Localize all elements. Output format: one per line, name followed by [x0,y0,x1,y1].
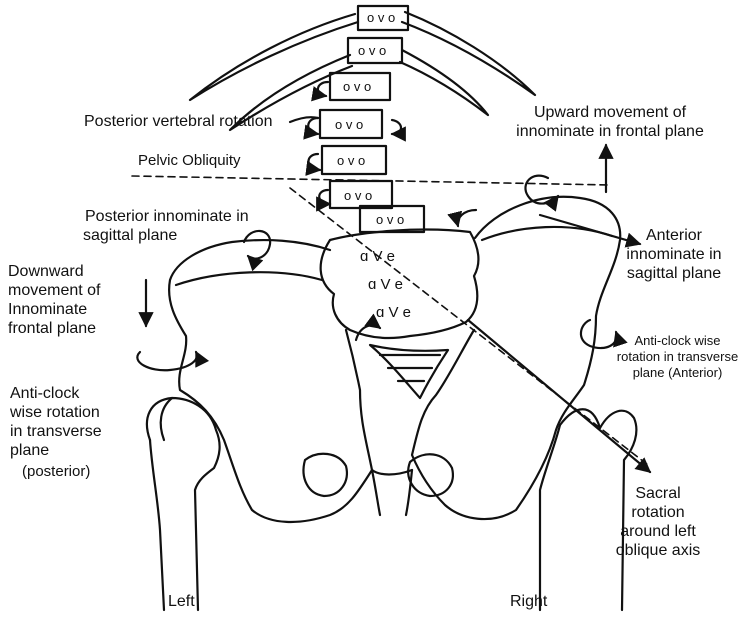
label-anticlock-anterior: Anti-clock wise rotation in transverse p… [616,333,739,380]
left-ilium [168,238,374,523]
rot-arrow-vertebra-2 [303,116,320,140]
arrow-anterior-innominate [538,213,642,248]
label-upward-movement: Upward movement of innominate in frontal… [516,104,704,140]
arrow-sacral-rotation [466,318,652,474]
oblique-axis-line [289,187,649,466]
right-obturator-foramen [407,453,454,498]
rot-arrow-vertebra-4 [316,188,332,212]
vertebra-mark-5: o v o [337,153,366,168]
vertebral-column [318,4,426,234]
right-rib [400,10,537,97]
label-left: Left [168,593,195,610]
rot-arrow-left-transverse [136,350,210,372]
label-posterior-paren: (posterior) [22,463,91,480]
sacral-mark-3: ɑ V e [376,304,412,321]
vertebra-mark-6: o v o [344,188,373,203]
left-obturator-foramen [302,452,348,498]
vertebra-mark-4: o v o [335,117,364,132]
label-downward-movement: Downward movement of Innominate frontal … [8,263,101,337]
right-ilium [410,195,622,521]
label-right: Right [510,593,548,610]
vertebra-mark-1: o v o [367,10,396,25]
right-femur [598,409,638,612]
rot-arrow-upward [524,174,560,212]
right-rib-lower [398,48,490,117]
label-posterior-vertebral-rotation: Posterior vertebral rotation [84,113,273,130]
coccyx [368,343,450,400]
vertebra-mark-2: o v o [358,43,387,58]
label-anticlock-posterior: Anti-clock wise rotation in transverse p… [10,385,102,459]
rot-arrow-right-vertebra [390,118,406,142]
rot-arrow-posterior-innominate [242,229,272,272]
rot-arrow-sacrum-left [354,313,382,342]
vertebra-mark-3: o v o [343,79,372,94]
label-pelvic-obliquity: Pelvic Obliquity [138,152,241,169]
vertebra-mark-7: o v o [376,212,405,227]
pelvic-obliquity-line [131,175,611,186]
left-rib [188,12,360,102]
rot-arrow-vertebra-1 [311,80,330,102]
label-sacral-rotation: Sacral rotation around left oblique axis [615,485,701,559]
sacral-mark-2: ɑ V e [368,276,404,293]
rot-arrow-vertebra-3 [305,152,322,176]
rot-arrow-sacrum-right [447,208,478,228]
label-posterior-innominate: Posterior innominate in sagittal plane [83,208,249,244]
sacrum [319,228,480,340]
left-rib-lower [228,53,354,132]
left-femur [145,396,221,612]
rot-arrow-right-transverse [579,318,628,350]
sacral-mark-1: ɑ V e [360,248,396,265]
label-anterior-innominate: Anterior innominate in sagittal plane [626,227,722,282]
